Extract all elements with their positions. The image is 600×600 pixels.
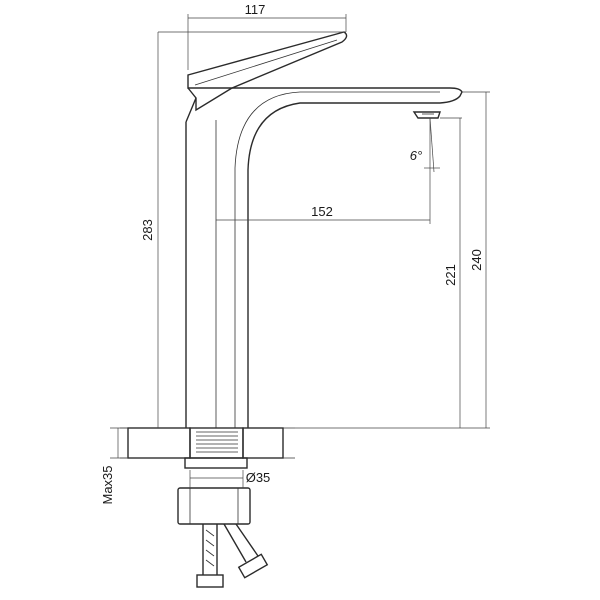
supply-hoses <box>196 523 269 588</box>
dim-label-max-thickness: Max35 <box>100 465 115 504</box>
dim-label-thread-diameter: Ø35 <box>246 470 271 485</box>
aerator <box>412 111 441 119</box>
dim-label-outlet-height: 221 <box>443 264 458 286</box>
countertop-section <box>120 427 295 459</box>
dim-label-handle-reach: 117 <box>245 2 266 17</box>
dim-label-spout-height: 240 <box>469 249 484 271</box>
faucet-body <box>185 31 463 428</box>
dim-label-spout-reach: 152 <box>311 204 333 219</box>
dimension-lines <box>110 14 490 488</box>
handle-base <box>187 87 233 112</box>
mounting-nut <box>177 457 251 525</box>
faucet-column <box>185 87 463 428</box>
dim-label-outlet-angle: 6° <box>410 148 422 163</box>
dim-label-total-height: 283 <box>140 219 155 241</box>
